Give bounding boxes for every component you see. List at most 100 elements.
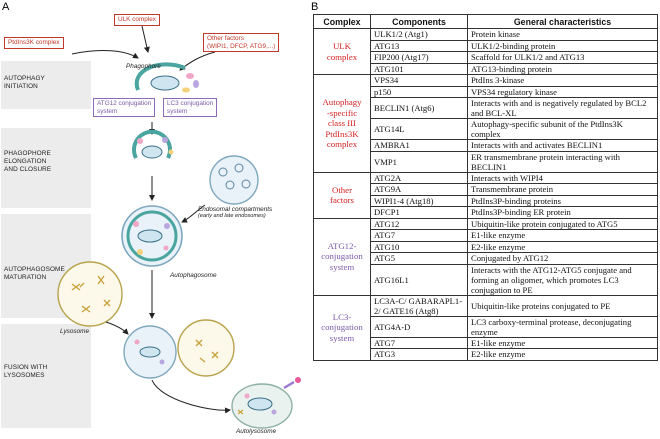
characteristics-cell: LC3 carboxy-terminal protease, deconjuga… [467, 315, 658, 338]
table-row: FIP200 (Atg17)Scaffold for ULK1/2 and AT… [314, 51, 658, 64]
component-cell: ATG9A [370, 183, 468, 196]
characteristics-cell: E1-like enzyme [467, 229, 658, 242]
component-cell: ATG7 [370, 336, 468, 349]
other-factors-box: Other factors (WIPI1, DFCP, ATG9,...) [203, 33, 280, 52]
characteristics-cell: VPS34 regulatory kinase [467, 85, 658, 98]
lc3-conjugation-box: LC3 conjugation system [163, 98, 218, 117]
autophagosome-icon [121, 205, 183, 267]
characteristics-cell: Transmembrane protein [467, 183, 658, 196]
component-cell: ATG10 [370, 240, 468, 253]
component-cell: ATG13 [370, 39, 468, 52]
characteristics-cell: E1-like enzyme [467, 336, 658, 349]
table-row: WIPI1-4 (Atg18)PtdIns3P-binding proteins [314, 194, 658, 207]
atg12-conjugation-box: ATG12 conjugation system [93, 98, 156, 117]
component-cell: ATG101 [370, 62, 468, 75]
component-cell: ATG7 [370, 229, 468, 242]
complex-name-line: -specific [326, 107, 358, 118]
component-cell: FIP200 (Atg17) [370, 51, 468, 64]
endosome-icon [209, 155, 259, 205]
complex-name-line: ULK [332, 41, 352, 51]
complex-name-line: ATG12- [327, 240, 357, 251]
component-cell: ATG12 [370, 217, 468, 230]
other-factors-title: Other factors [207, 35, 244, 42]
header-complex: Complex [313, 14, 371, 29]
component-cell: p150 [370, 85, 468, 98]
table-row: BECLIN1 (Atg6)Interacts with and is nega… [314, 97, 658, 119]
characteristics-cell: E2-like enzyme [467, 240, 658, 253]
characteristics-cell: Ubiquitin-like proteins conjugated to PE [467, 294, 658, 317]
characteristics-cell: Autophagy-specific subunit of the PtdIns… [467, 118, 658, 140]
complex-name-line: system [329, 261, 355, 272]
characteristics-cell: ER transmembrane protein interacting wit… [467, 150, 658, 173]
elongating-phagophore-icon [132, 129, 174, 159]
complex-name-line: PtdIns3K [325, 128, 359, 139]
characteristics-cell: ATG13-binding protein [467, 62, 658, 75]
fusion-icon [123, 319, 235, 379]
component-cell: ATG3 [370, 348, 468, 361]
characteristics-cell: PtdIns3P-binding ER protein [467, 206, 658, 219]
component-cell: WIPI1-4 (Atg18) [370, 194, 468, 207]
ptdins3k-complex-box: PtdIns3K complex [4, 37, 64, 49]
characteristics-cell: Scaffold for ULK1/2 and ATG13 [467, 51, 658, 64]
characteristics-cell: E2-like enzyme [467, 348, 658, 361]
complex-name-line: Autophagy [322, 97, 362, 107]
header-components: Components [370, 14, 468, 29]
autophagy-pathway-illustration [57, 25, 301, 429]
complex-name-line: complex [326, 51, 358, 62]
characteristics-cell: PtdIns3P-binding proteins [467, 194, 658, 207]
complex-name-line: factors [330, 195, 354, 205]
component-cell: VPS34 [370, 74, 468, 87]
component-cell: BECLIN1 (Atg6) [370, 97, 468, 119]
autolysosome-label: Autolysosome [236, 428, 277, 435]
complex-name-line: LC3- [332, 311, 352, 322]
component-cell: ATG4A-D [370, 315, 468, 338]
characteristics-cell: Interacts with the ATG12-ATG5 conjugate … [467, 263, 658, 296]
table-header-row: Complex Components General characteristi… [313, 14, 658, 29]
autophagosome-label: Autophagosome [170, 272, 217, 279]
component-cell: ULK1/2 (Atg1) [370, 28, 468, 41]
characteristics-cell: Interacts with WIPI4 [467, 171, 658, 184]
component-cell: ATG2A [370, 171, 468, 184]
component-cell: ATG5 [370, 252, 468, 265]
complex-name-line: class III [327, 118, 357, 128]
complex-name-line: conjugation [321, 322, 363, 333]
characteristics-cell: Protein kinase [467, 28, 658, 41]
component-cell: LC3A-C/ GABARAPL1-2/ GATE16 (Atg8) [370, 294, 468, 317]
phagophore-icon [134, 62, 199, 93]
panel-a-label: A [2, 1, 10, 13]
complex-name-line: conjugation [321, 251, 363, 262]
component-cell: VMP1 [370, 150, 468, 173]
complex-name-line: system [329, 332, 355, 343]
component-cell: ATG14L [370, 118, 468, 140]
component-cell: DFCP1 [370, 206, 468, 219]
lysosome-icon [57, 261, 123, 327]
endosomal-compartments-label: Endosomal compartments (early and late e… [198, 206, 273, 219]
characteristics-cell: Ubiquitin-like protein conjugated to ATG… [467, 217, 658, 230]
lysosome-label: Lysosome [60, 328, 90, 335]
header-general-characteristics: General characteristics [467, 14, 658, 29]
characteristics-cell: Interacts with and activates BECLIN1 [467, 139, 658, 152]
